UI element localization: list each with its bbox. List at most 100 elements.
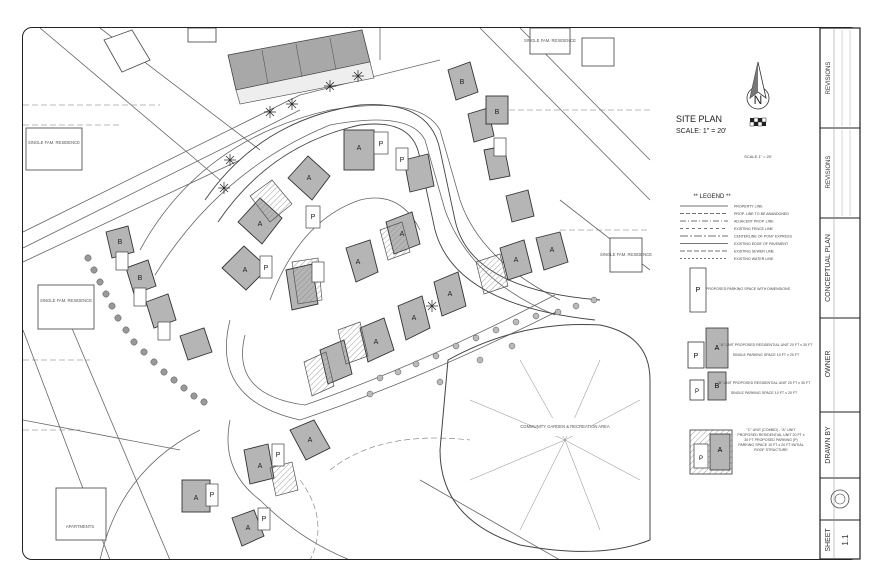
lot-label: P [379, 141, 384, 148]
parking-space [133, 287, 147, 307]
lot-label: P [262, 516, 267, 523]
parking-space [373, 131, 389, 155]
legend-parking-symbol [689, 267, 707, 313]
legend-item-label: EXISTING EDGE OF PAVEMENT [734, 242, 789, 246]
legend-b-parking-text: SINGLE PARKING SPACE 10 FT x 20 FT [731, 391, 798, 395]
conceptual-plan-label: CONCEPTUAL PLAN [825, 234, 832, 302]
drawn-by-label: DRAWN BY [825, 426, 832, 464]
neighbor-residence [187, 28, 217, 43]
north-label: N [754, 93, 763, 107]
unit-b [447, 61, 479, 101]
lot-label: P [311, 214, 316, 221]
unit-b [105, 225, 135, 259]
legend-parking-label: P [696, 287, 701, 294]
lot-label: A [246, 525, 251, 532]
neighbor-residence [581, 37, 615, 67]
legend-a-parking-symbol [687, 341, 705, 369]
lot-label: P [264, 265, 269, 272]
lot-label: B [138, 275, 143, 282]
parking-spaces [115, 131, 507, 531]
neighbor-buildings [25, 28, 643, 541]
hatched-pads [249, 179, 509, 497]
legend-b-parking-symbol [689, 379, 705, 401]
legend-a-label: A [715, 345, 720, 352]
legend-a-p-label: P [694, 353, 699, 360]
unit-a [433, 271, 467, 317]
owner-label: OWNER [825, 351, 832, 378]
plan-area: A A A A A A A A A A A A A A A B B B B P … [23, 28, 652, 559]
neighbor-residence [103, 29, 151, 73]
unit-a [181, 479, 211, 513]
legend-b-label: B [715, 383, 720, 390]
lot-label: A [412, 315, 417, 322]
unit-b [145, 293, 177, 329]
legend-combo-text-wrap: "C" UNIT (COMBO) - "A" UNIT PROPOSED RES… [737, 428, 805, 452]
legend-title: ** LEGEND ** [693, 194, 731, 200]
legend-item-label: ADJACENT PROP. LINE [734, 219, 774, 223]
site-plan-scale: SCALE: 1" = 20' [676, 128, 726, 135]
lot-label: P [210, 492, 215, 499]
trees-west [84, 254, 208, 406]
existing-building-block [227, 29, 375, 105]
lot-label: A [357, 145, 362, 152]
legend-b-text: "B" UNIT PROPOSED RESIDENTIAL UNIT 20 FT… [718, 381, 812, 385]
residence-label: SINGLE FAM. RESIDENCE [40, 298, 92, 303]
proposed-units-a [105, 61, 569, 547]
revisions-label-2: REVISIONS [826, 156, 832, 189]
unit-a [289, 419, 331, 461]
revisions-label: REVISIONS [826, 62, 832, 95]
unit-a [231, 509, 265, 547]
lot-label: A [243, 267, 248, 274]
title-block: REVISIONS REVISIONS CONCEPTUAL PLAN OWNE… [819, 27, 861, 560]
annotation-labels: SINGLE FAM. RESIDENCE SINGLE FAM. RESIDE… [28, 38, 652, 529]
lot-label: B [495, 109, 500, 116]
lot-label: A [308, 437, 313, 444]
unit-a [345, 239, 379, 283]
parking-space [259, 255, 273, 279]
lot-label: A [514, 257, 519, 264]
unit-b [125, 259, 157, 295]
legend-item-label: EXISTING WATER LINE [734, 257, 774, 261]
legend-a-text: "A" UNIT PROPOSED RESIDENTIAL UNIT 20 FT… [720, 343, 814, 347]
neighbor-residence [529, 28, 571, 55]
unit-a [403, 153, 435, 193]
legend-item-label: EXISTING SEWER LINE [734, 249, 775, 253]
neighbor-residence [37, 284, 95, 330]
parking-space [205, 483, 219, 507]
community-garden [439, 323, 651, 552]
residence-label: SINGLE FAM. RESIDENCE [28, 140, 80, 145]
lot-label: A [194, 495, 199, 502]
neighbor-residence [25, 127, 83, 171]
lot-label: A [400, 231, 405, 238]
lot-label: A [374, 339, 379, 346]
neighbor-residence [609, 237, 643, 273]
lot-label: A [356, 259, 361, 266]
legend-item-label: PROP. LINE TO BE ABANDONED [734, 212, 789, 216]
unit-b [179, 327, 213, 361]
scale-bar [749, 117, 767, 127]
apartments-label: APARTMENTS [66, 524, 94, 529]
legend-item-label: CENTERLINE OF PONY EXPRESS [734, 234, 792, 238]
north-arrow: N SCALE 1" = 20' [744, 61, 772, 159]
legend-item-label: EXISTING FENCE LINE [734, 227, 774, 231]
parking-space [311, 261, 325, 283]
parking-space [115, 251, 129, 271]
residence-label: SINGLE FAM. RESIDENCE [524, 38, 576, 43]
lot-label: A [307, 175, 312, 182]
lot-label: A [448, 291, 453, 298]
lot-label: P [276, 452, 281, 459]
unit-a [535, 231, 569, 271]
legend-combo-text: "C" UNIT (COMBO) - "A" UNIT PROPOSED RES… [737, 428, 805, 452]
scale-note: SCALE 1" = 20' [744, 154, 772, 159]
lot-labels: A A A A A A A A A A A A A A A B B B B P … [118, 79, 555, 532]
unit-a [499, 239, 533, 281]
parking-space [395, 147, 409, 171]
legend-parking-text: PROPOSED PARKING SPACE WITH DIMENSIONS [706, 287, 791, 291]
legend-b-p-label: P [695, 389, 699, 395]
lot-label: A [258, 463, 263, 470]
legend-b-unit-symbol [707, 371, 727, 401]
legend-combo-a-label: A [718, 447, 723, 454]
